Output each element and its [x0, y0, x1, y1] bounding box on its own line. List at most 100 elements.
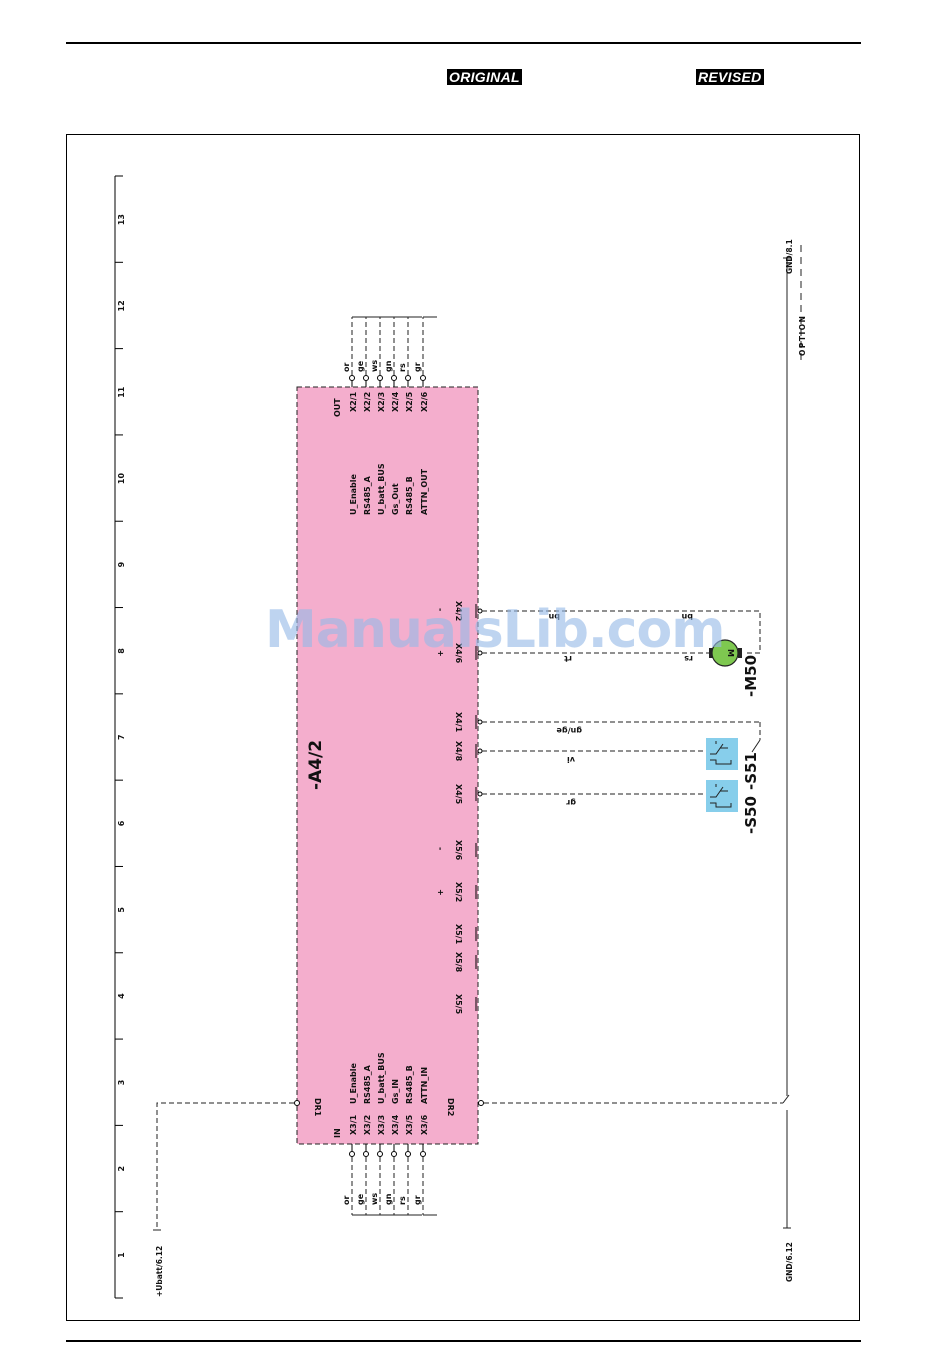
wire-color-label: gn: [384, 1193, 393, 1205]
dr2-terminal: [478, 1100, 484, 1106]
switch-s51-label: -S51: [742, 752, 760, 790]
pin-id: X3/1: [349, 1114, 358, 1135]
right-pin-id: X4/8: [454, 741, 463, 762]
motor-symbol: M: [726, 649, 735, 657]
original-label: ORIGINAL: [447, 69, 522, 85]
pin-terminal: [391, 375, 397, 381]
ruler-number: 7: [117, 734, 126, 740]
pin-name: U_batt_BUS: [377, 463, 386, 515]
ruler-number: 5: [117, 907, 126, 913]
ruler-number: 8: [117, 648, 126, 654]
wire-color-label: gr: [413, 1195, 422, 1205]
schematic-frame: [66, 134, 860, 1321]
motor-label: -M50: [742, 655, 760, 697]
ruler-number: 4: [117, 993, 126, 999]
pin-terminal: [405, 1151, 411, 1157]
pin-name: RS485_B: [405, 476, 414, 515]
right-pin-id: X5/6: [454, 840, 463, 861]
bottom-rule: [66, 1340, 861, 1342]
right-pin-id: X4/5: [454, 784, 463, 805]
pin-name: Gs_Out: [391, 483, 400, 515]
ubatt-ref: +Ubatt/6.12: [155, 1246, 164, 1297]
option-label: OPTION: [798, 315, 807, 356]
wire-color-label: ge: [356, 360, 365, 372]
in-pin-block: X3/1U_EnableorX3/2RS485_AgeX3/3U_batt_BU…: [342, 1052, 437, 1216]
pin-name: RS485_A: [363, 475, 372, 515]
switch-s51: [706, 738, 738, 770]
pin-terminal: [420, 1151, 426, 1157]
dr1-label: DR1: [313, 1098, 322, 1117]
pin-name: Gs_IN: [391, 1079, 400, 1104]
right-pin-polarity: -: [436, 608, 445, 611]
wire-color-label: ws: [370, 360, 379, 372]
wire-gnge: gn/ge: [556, 726, 582, 735]
right-pin-id: X4/6: [454, 643, 463, 664]
pin-name: U_Enable: [349, 473, 358, 515]
pin-id: X3/5: [405, 1114, 414, 1135]
module-a4-2: [296, 386, 479, 1145]
out-group-label: OUT: [333, 398, 342, 417]
pin-id: X2/5: [405, 391, 414, 412]
wire-bn-2: bn: [681, 612, 693, 621]
gnd-bottom-ref: GND/6.12: [785, 1242, 794, 1282]
pin-id: X2/4: [391, 391, 400, 412]
pin-id: X2/3: [377, 392, 386, 412]
pin-name: RS485_A: [363, 1064, 372, 1104]
ruler-number: 9: [117, 561, 126, 567]
ruler-number: 13: [117, 214, 126, 225]
pin-terminal: [405, 375, 411, 381]
pin-name: U_batt_BUS: [377, 1052, 386, 1104]
ruler-number: 1: [117, 1252, 126, 1258]
pin-terminal: [477, 748, 483, 754]
switch-s50-label: -S50: [742, 796, 760, 834]
right-pin-polarity: +: [436, 889, 445, 896]
pin-terminal: [391, 1151, 397, 1157]
pin-terminal: [349, 375, 355, 381]
ruler-number: 2: [117, 1166, 126, 1172]
pin-terminal: [363, 1151, 369, 1157]
ruler-number: 3: [117, 1080, 126, 1086]
in-group-label: IN: [333, 1128, 342, 1138]
ruler-number: 11: [117, 386, 126, 398]
right-pin-polarity: -: [436, 847, 445, 850]
pin-id: X3/4: [391, 1114, 400, 1135]
wire-color-label: ws: [370, 1193, 379, 1205]
pin-name: RS485_B: [405, 1065, 414, 1104]
pin-terminal: [477, 608, 483, 614]
ruler-number: 6: [117, 820, 126, 826]
pin-terminal: [477, 791, 483, 797]
ruler-number: 12: [117, 300, 126, 311]
top-rule: [66, 42, 861, 44]
wire-color-label: gr: [413, 362, 422, 372]
wire-color-label: ge: [356, 1193, 365, 1205]
right-pin-polarity: +: [436, 650, 445, 657]
wire-bn-1: bn: [548, 612, 560, 621]
wire-vi: vi: [567, 755, 575, 764]
wire-color-label: rs: [398, 363, 407, 372]
pin-terminal: [377, 375, 383, 381]
pin-name: ATTN_IN: [420, 1067, 429, 1104]
pin-id: X2/1: [349, 391, 358, 412]
pin-terminal: [363, 375, 369, 381]
pin-id: X3/6: [420, 1114, 429, 1135]
wire-color-label: gn: [384, 360, 393, 372]
pin-terminal: [377, 1151, 383, 1157]
wire-rs: rs: [684, 654, 693, 663]
right-pin-id: X4/1: [454, 712, 463, 733]
switch-bridge: [751, 739, 761, 753]
pin-name: ATTN_OUT: [420, 468, 429, 515]
right-pin-id: X5/5: [454, 994, 463, 1015]
dr2-label: DR2: [446, 1098, 455, 1116]
right-pin-id: X4/2: [454, 601, 463, 621]
right-pin-id: X5/2: [454, 882, 463, 902]
module-name: -A4/2: [306, 740, 326, 790]
supply-wiring: [153, 245, 802, 1231]
pin-id: X3/2: [363, 1115, 372, 1135]
ruler-number: 10: [117, 473, 126, 485]
revised-label: REVISED: [696, 69, 764, 85]
pin-id: X2/6: [420, 391, 429, 412]
right-pin-id: X5/8: [454, 952, 463, 973]
